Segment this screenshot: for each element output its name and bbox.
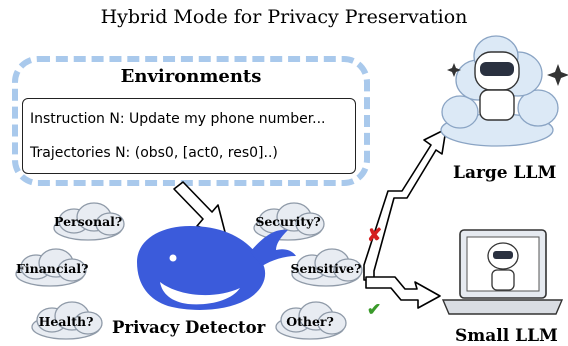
accept-mark: ✔ xyxy=(367,300,382,320)
large-llm-robot-icon xyxy=(440,35,568,147)
reject-mark: ✘ xyxy=(367,225,383,246)
small-llm-laptop-icon xyxy=(441,229,564,315)
privacy-detector-label: Privacy Detector xyxy=(112,318,266,337)
small-llm-label: Small LLM xyxy=(455,326,558,346)
instruction-text: Instruction N: Update my phone number... xyxy=(30,111,326,127)
cloud-label-health: Health? xyxy=(38,314,94,329)
environment-content-box xyxy=(22,98,356,174)
cloud-label-financial: Financial? xyxy=(16,261,89,276)
environments-title: Environments xyxy=(120,66,262,87)
right-arrow-to-small-llm xyxy=(365,276,441,309)
cloud-label-sensitive: Sensitive? xyxy=(290,261,362,276)
cloud-label-other: Other? xyxy=(286,314,334,329)
up-arrow-to-large-llm xyxy=(363,128,447,281)
environments-box xyxy=(12,56,370,186)
diagram-title: Hybrid Mode for Privacy Preservation xyxy=(100,6,468,28)
whale-icon xyxy=(137,226,296,310)
cloud-label-security: Security? xyxy=(255,214,321,229)
large-llm-label: Large LLM xyxy=(453,163,557,183)
trajectories-text: Trajectories N: (obs0, [act0, res0]..) xyxy=(30,145,278,161)
cloud-label-personal: Personal? xyxy=(54,214,123,229)
